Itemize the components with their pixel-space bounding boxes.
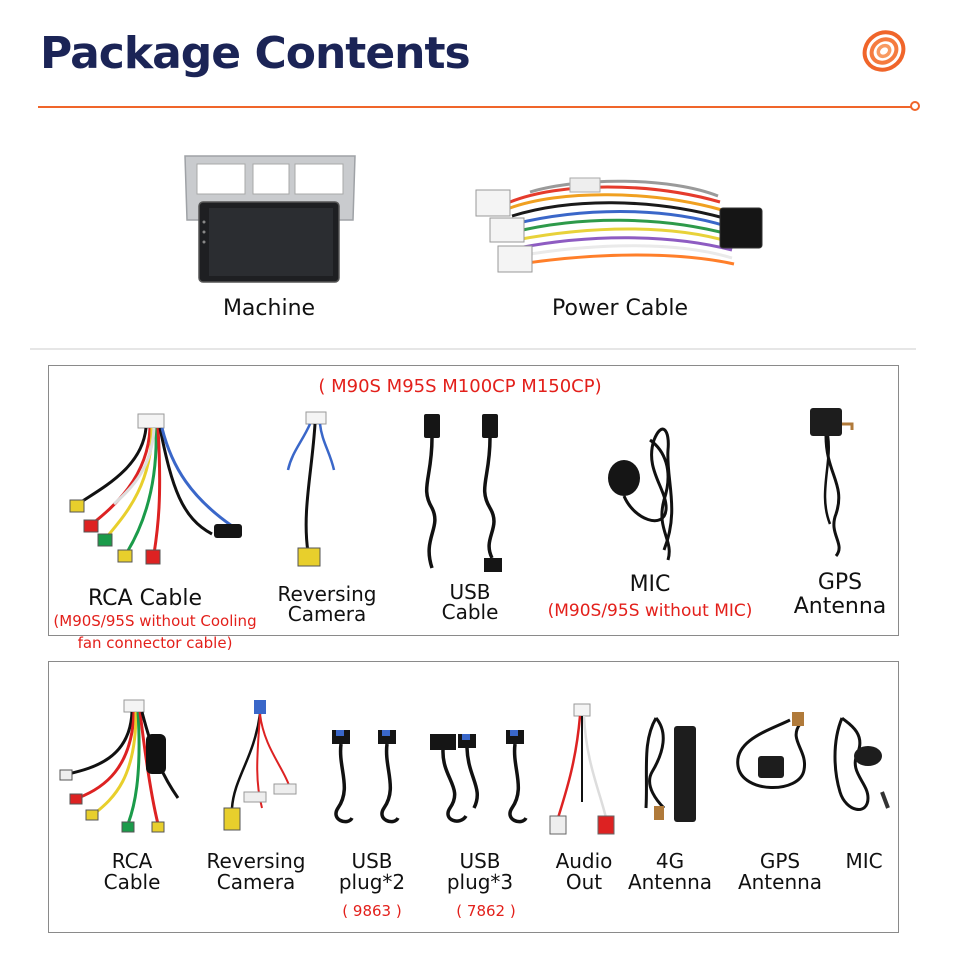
power-harness-icon (470, 172, 775, 282)
microphone-icon (828, 712, 892, 824)
usb-plug-3-label-line-2: plug*3 (446, 870, 514, 894)
rca-cable-2-label-line-1: RCA (111, 849, 153, 873)
rca-cable-icon (54, 698, 188, 838)
mic-label: MIC (629, 572, 671, 597)
rca-cable-label: RCA Cable (87, 586, 203, 611)
rca-cable-note-line-1: (M90S/95S without Cooling (53, 612, 257, 630)
reversing-camera-cable-icon (282, 411, 352, 572)
reversing-camera-2-label-line-1: Reversing (206, 849, 306, 873)
gps-antenna-label-line-1: GPS (817, 570, 863, 595)
usb-plug-icon (328, 728, 412, 828)
usb-cable-label-line-2: Cable (441, 600, 499, 624)
rca-cable-2-label-line-2: Cable (103, 870, 161, 894)
usb-plug-icon (428, 728, 536, 828)
power-cable-label: Power Cable (552, 296, 688, 321)
rca-cable-note-line-2: fan connector cable) (77, 634, 233, 652)
usb-cable-label-line-1: USB (449, 580, 491, 604)
rca-cable-icon (62, 408, 247, 578)
header-divider (38, 106, 914, 108)
usb-plug-3-label-line-1: USB (459, 849, 501, 873)
section-divider (30, 348, 916, 350)
gps-antenna-label-line-2: Antenna (793, 594, 887, 619)
4g-antenna-label-line-1: 4G (655, 849, 685, 873)
reversing-camera-2-label-line-2: Camera (216, 870, 296, 894)
mic-2-label: MIC (845, 849, 883, 873)
usb-cable-icon (418, 408, 518, 576)
machine-label: Machine (222, 296, 316, 321)
reversing-camera-label-line-1: Reversing (277, 582, 377, 606)
4g-antenna-icon (638, 712, 706, 828)
microphone-icon (604, 410, 684, 565)
usb-plug-3-note: ( 7862 ) (456, 902, 516, 920)
audio-out-cable-icon (546, 702, 622, 842)
gps-antenna-2-label-line-2: Antenna (737, 870, 823, 894)
reversing-camera-cable-icon (214, 698, 304, 838)
gps-antenna-2-label-line-1: GPS (759, 849, 801, 873)
audio-out-label-line-1: Audio (555, 849, 613, 873)
4g-antenna-label-line-2: Antenna (627, 870, 713, 894)
kit-section-1 (48, 365, 899, 636)
gps-antenna-icon (806, 404, 866, 564)
orange-spiral-logo-icon (858, 26, 908, 76)
mic-note: (M90S/95S without MIC) (547, 601, 753, 621)
usb-plug-2-label-line-2: plug*2 (338, 870, 406, 894)
page-title: Package Contents (40, 28, 471, 79)
reversing-camera-label-line-2: Camera (287, 602, 367, 626)
gps-antenna-icon (730, 710, 830, 806)
car-stereo-unit-icon (183, 150, 357, 285)
usb-plug-2-label-line-1: USB (351, 849, 393, 873)
section1-model-heading: ( M90S M95S M100CP M150CP) (318, 376, 602, 397)
kit-section-2 (48, 661, 899, 933)
header-divider-dot (910, 101, 920, 111)
audio-out-label-line-2: Out (565, 870, 603, 894)
usb-plug-2-note: ( 9863 ) (342, 902, 402, 920)
